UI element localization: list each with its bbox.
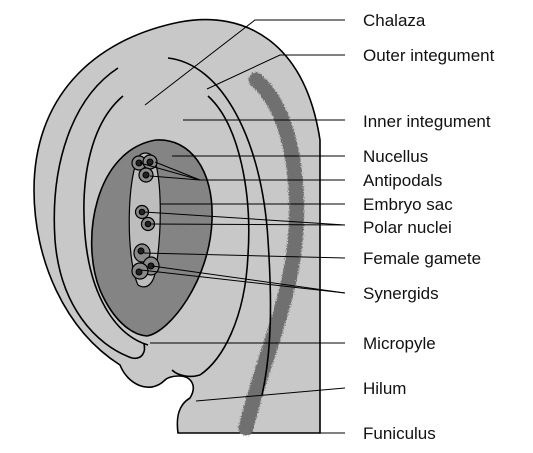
label-embryo-sac: Embryo sac — [363, 195, 453, 214]
label-funiculus: Funiculus — [363, 424, 436, 443]
label-antipodals: Antipodals — [363, 171, 442, 190]
label-inner-integument: Inner integument — [363, 112, 491, 131]
label-outer-integument: Outer integument — [363, 46, 495, 65]
label-polar-nuclei: Polar nuclei — [363, 218, 452, 237]
label-female-gamete: Female gamete — [363, 249, 481, 268]
label-hilum: Hilum — [363, 379, 406, 398]
label-nucellus: Nucellus — [363, 147, 428, 166]
label-chalaza: Chalaza — [363, 11, 426, 30]
label-micropyle: Micropyle — [363, 334, 436, 353]
label-synergids: Synergids — [363, 284, 439, 303]
